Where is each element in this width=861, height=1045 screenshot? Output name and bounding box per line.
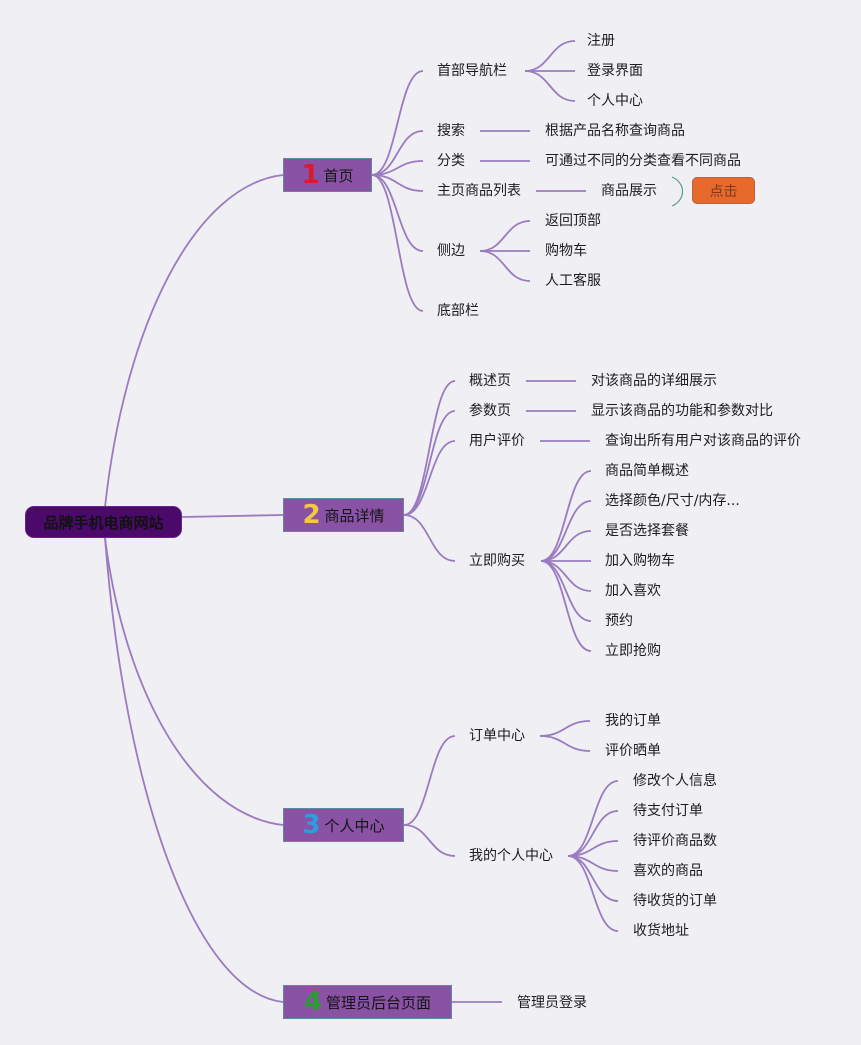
connector-mycenter-sub-5 [567,855,619,932]
topic-admin-login[interactable]: 管理员登录 [517,995,587,1011]
connector-homepage-topic-4 [371,174,424,252]
connector-sidebar-sub-0 [479,220,531,252]
main-node-title: 个人中心 [324,816,385,835]
subtopic-add-to-cart[interactable]: 加入购物车 [605,553,675,569]
number-1-icon: 1 [301,160,320,190]
connector-buynow-sub-1 [540,500,592,562]
subtopic-params-compare[interactable]: 显示该商品的功能和参数对比 [591,403,773,419]
topic-buy-now[interactable]: 立即购买 [469,553,525,569]
connector-order-sub-0 [539,720,591,737]
subtopic-pending-payment[interactable]: 待支付订单 [633,803,703,819]
subtopic-review-orders[interactable]: 评价晒单 [605,743,661,759]
subtopic-reserve[interactable]: 预约 [605,613,633,629]
subtopic-category-browse[interactable]: 可通过不同的分类查看不同商品 [545,153,741,169]
subtopic-bundle[interactable]: 是否选择套餐 [605,523,689,539]
click-button[interactable]: 点击 [692,177,755,204]
subtopic-login[interactable]: 登录界面 [587,63,643,79]
connector-buynow-sub-2 [540,530,592,562]
connector-details-topic-3 [403,514,456,562]
connector-personal-topic-1 [403,824,456,857]
root-label: 品牌手机电商网站 [43,513,164,532]
connector-root-to-admin [104,537,284,1003]
connector-buynow-sub-6 [540,560,592,652]
main-node-title: 首页 [323,166,354,185]
main-node-homepage[interactable]: 1 首页 [283,158,372,192]
subtopic-search-by-name[interactable]: 根据产品名称查询商品 [545,123,685,139]
topic-product-list[interactable]: 主页商品列表 [437,183,521,199]
connector-details-topic-0 [403,380,456,516]
connector-nav-sub-0 [524,40,576,72]
root-node[interactable]: 品牌手机电商网站 [25,506,182,538]
main-node-personal-center[interactable]: 3 个人中心 [283,808,404,842]
subtopic-flash-buy[interactable]: 立即抢购 [605,643,661,659]
subtopic-register[interactable]: 注册 [587,33,615,49]
connector-root-to-details [181,514,284,518]
connector-personal-topic-0 [403,735,456,826]
subtopic-my-orders[interactable]: 我的订单 [605,713,661,729]
subtopic-detail-display[interactable]: 对该商品的详细展示 [591,373,717,389]
connector-root-to-homepage [104,174,284,508]
connector-nav-sub-2 [524,70,576,102]
topic-header-nav[interactable]: 首部导航栏 [437,63,507,79]
connector-details-topic-2 [403,440,456,516]
main-node-product-details[interactable]: 2 商品详情 [283,498,404,532]
subtopic-personal-center[interactable]: 个人中心 [587,93,643,109]
topic-params-page[interactable]: 参数页 [469,403,511,419]
connector-buynow-sub-5 [540,560,592,622]
main-node-title: 管理员后台页面 [326,993,432,1012]
subtopic-customer-service[interactable]: 人工客服 [545,273,601,289]
subtopic-add-favorite[interactable]: 加入喜欢 [605,583,661,599]
topic-user-reviews[interactable]: 用户评价 [469,433,525,449]
connector-buynow-sub-4 [540,560,592,592]
topic-sidebar[interactable]: 侧边 [437,243,465,259]
main-node-title: 商品详情 [324,506,385,525]
subtopic-cart[interactable]: 购物车 [545,243,587,259]
number-2-icon: 2 [302,500,321,530]
main-node-admin-backend[interactable]: 4 管理员后台页面 [283,985,452,1019]
subtopic-address[interactable]: 收货地址 [633,923,689,939]
topic-my-center[interactable]: 我的个人中心 [469,848,553,864]
number-4-icon: 4 [303,987,323,1017]
connector-order-sub-1 [539,735,591,752]
connector-mycenter-sub-0 [567,780,619,857]
connector-root-to-personal [104,537,284,826]
topic-search[interactable]: 搜索 [437,123,465,139]
connector-sidebar-sub-2 [479,250,531,282]
connector-homepage-topic-0 [371,70,424,176]
subtopic-edit-info[interactable]: 修改个人信息 [633,773,717,789]
topic-category[interactable]: 分类 [437,153,465,169]
subtopic-pending-review[interactable]: 待评价商品数 [633,833,717,849]
subtopic-pending-delivery[interactable]: 待收货的订单 [633,893,717,909]
topic-order-center[interactable]: 订单中心 [469,728,525,744]
subtopic-select-options[interactable]: 选择颜色/尺寸/内存... [605,493,740,509]
connector-homepage-topic-3 [371,174,424,192]
connector-homepage-topic-5 [371,174,424,312]
subtopic-product-display[interactable]: 商品展示 [601,183,657,199]
number-3-icon: 3 [302,810,321,840]
subtopic-liked-products[interactable]: 喜欢的商品 [633,863,703,879]
subtopic-all-reviews[interactable]: 查询出所有用户对该商品的评价 [605,433,801,449]
bracket-connector-icon [671,176,684,207]
connector-details-topic-1 [403,410,456,516]
topic-footer[interactable]: 底部栏 [437,303,479,319]
subtopic-back-to-top[interactable]: 返回顶部 [545,213,601,229]
subtopic-brief[interactable]: 商品简单概述 [605,463,689,479]
connector-buynow-sub-0 [540,470,592,562]
topic-overview-page[interactable]: 概述页 [469,373,511,389]
